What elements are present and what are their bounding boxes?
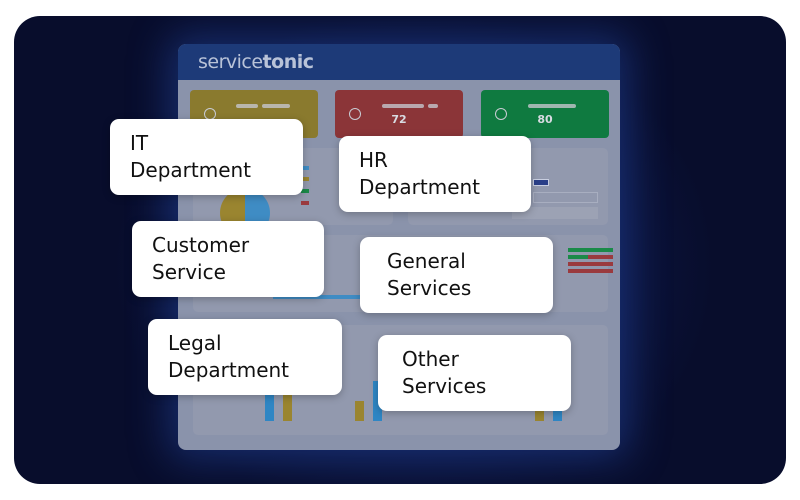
stat-card-green: 80 [481, 90, 609, 138]
servicetonic-logo: servicetonic [198, 51, 600, 73]
dashboard-header: servicetonic [178, 44, 620, 80]
logo-text-light: service [198, 51, 263, 73]
input [512, 207, 598, 219]
info-icon [495, 108, 507, 120]
info-icon [349, 108, 361, 120]
stat-value: 80 [537, 113, 553, 126]
badge [533, 179, 549, 186]
stat-value: 72 [391, 113, 407, 126]
stat-card-red: 72 [335, 90, 463, 138]
dropdown [533, 192, 598, 203]
logo-text-bold: tonic [262, 51, 314, 73]
